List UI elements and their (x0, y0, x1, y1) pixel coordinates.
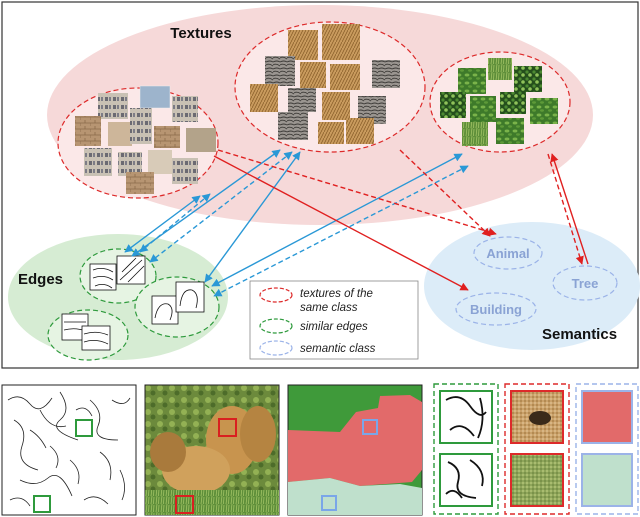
semantics-region (424, 222, 640, 350)
edge-patch (81, 325, 111, 351)
texture-patch (288, 30, 318, 60)
edge-patch (175, 281, 205, 313)
texture-patch (372, 60, 400, 88)
legend-red-swatch (259, 287, 293, 303)
texture-patch (278, 112, 308, 140)
texture-patch (488, 58, 512, 80)
edge-patch (151, 295, 179, 325)
legend-textures-line1: textures of the (300, 288, 373, 300)
texture-patch (322, 92, 350, 120)
texture-semantic-arrows (213, 149, 589, 291)
edge-cluster-bottom-right (134, 276, 220, 338)
edge-patch-zoom (439, 453, 493, 507)
texture-patch (154, 126, 180, 148)
legend-textures-line2: same class (300, 302, 358, 314)
texture-patch (130, 108, 152, 144)
texture-edge-arrows (124, 149, 469, 297)
textures-label: Textures (170, 25, 231, 42)
semantic-label-tree: Tree (572, 276, 599, 291)
semantic-label-animal: Animal (486, 246, 529, 261)
texture-patch (84, 148, 112, 176)
texture-patch (126, 172, 154, 194)
edge-map-green-box (33, 495, 51, 513)
texture-patch (172, 96, 198, 122)
texture-patch (75, 116, 101, 146)
seg-blue-box (362, 419, 378, 435)
photo-red-box (175, 495, 194, 514)
texture-patch (108, 122, 132, 146)
animal-texture-cluster (234, 21, 426, 153)
photo-panel (144, 384, 280, 516)
texture-patch (250, 84, 278, 112)
texture-patch (148, 150, 172, 174)
texture-patch (300, 62, 326, 88)
semantic-class-building: Building (455, 292, 537, 326)
texture-patch (346, 118, 374, 144)
texture-patch (440, 92, 466, 118)
edge-map-green-box (75, 419, 93, 437)
legend-box (249, 280, 419, 360)
texture-patch (500, 92, 526, 114)
edge-cluster-top (79, 248, 157, 304)
texture-patch-zoom (510, 453, 564, 507)
texture-patch (322, 24, 360, 60)
semantic-patch-zoom (581, 390, 633, 444)
semantic-label-building: Building (470, 302, 522, 317)
edge-cluster-bottom-left (47, 309, 129, 361)
texture-patch (186, 128, 216, 152)
texture-patch (470, 96, 496, 122)
texture-patch (139, 85, 171, 109)
legend-blue-swatch (259, 340, 293, 356)
seg-blue-box (321, 495, 337, 511)
texture-patch (172, 158, 198, 184)
texture-patch-zoom (510, 390, 564, 444)
patch-grid-panel (433, 383, 639, 515)
legend-semantic: semantic class (300, 343, 376, 355)
semantics-label: Semantics (542, 326, 617, 343)
legend-edges: similar edges (300, 321, 368, 333)
photo-red-box (218, 418, 237, 437)
texture-patch (98, 93, 128, 119)
semantic-class-tree: Tree (552, 265, 618, 301)
texture-patch (496, 118, 524, 144)
legend-green-swatch (259, 318, 293, 334)
segmentation-panel (287, 384, 423, 516)
semantic-class-animal: Animal (473, 236, 543, 270)
edge-patch (89, 263, 117, 291)
texture-patch (318, 122, 344, 144)
texture-patch (330, 64, 360, 90)
edge-map-panel (1, 384, 137, 516)
texture-patch (514, 66, 542, 92)
legend: textures of the same class similar edges… (249, 280, 419, 360)
texture-patch (530, 98, 558, 124)
edges-label: Edges (18, 271, 63, 288)
tree-texture-cluster (429, 51, 571, 153)
texture-patch (288, 88, 316, 112)
texture-patch (265, 56, 295, 86)
semantic-patch-zoom (581, 453, 633, 507)
texture-patch (458, 68, 486, 94)
texture-patch (462, 122, 488, 146)
